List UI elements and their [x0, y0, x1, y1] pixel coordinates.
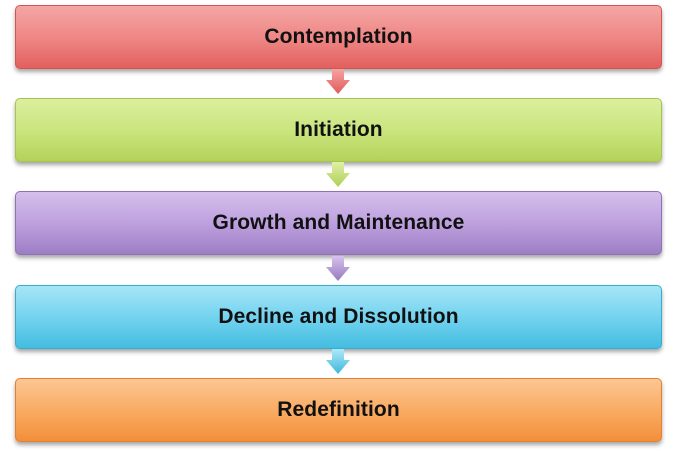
stage-label: Growth and Maintenance: [212, 211, 465, 234]
stage-initiation: Initiation: [15, 98, 662, 162]
down-arrow-icon: [326, 349, 350, 374]
down-arrow-icon: [326, 162, 350, 187]
stage-label: Initiation: [294, 118, 383, 141]
stage-contemplation: Contemplation: [15, 5, 662, 69]
stage-label: Redefinition: [277, 398, 400, 421]
stage-label: Contemplation: [264, 25, 413, 48]
stage-redefinition: Redefinition: [15, 378, 662, 442]
down-arrow-icon: [326, 69, 350, 94]
down-arrow-icon: [326, 256, 350, 281]
stage-decline-and-dissolution: Decline and Dissolution: [15, 285, 662, 349]
stage-label: Decline and Dissolution: [218, 305, 459, 328]
stage-growth-and-maintenance: Growth and Maintenance: [15, 191, 662, 255]
